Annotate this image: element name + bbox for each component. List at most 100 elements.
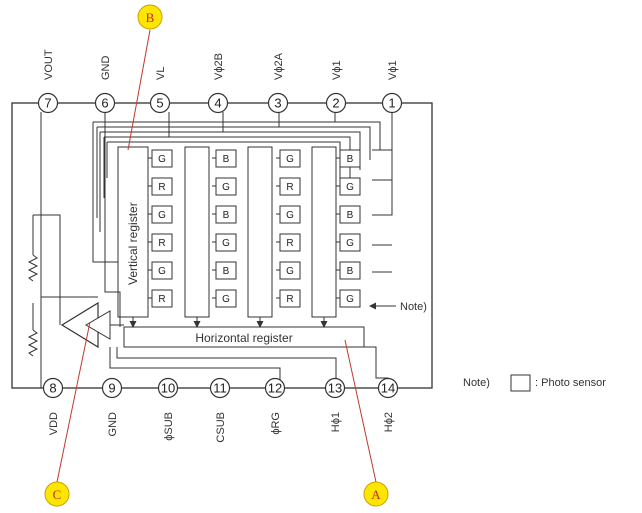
note-arrow-label: Note): [400, 301, 427, 313]
callout-c-leader: [56, 321, 91, 483]
vertical-register-label: Vertical register: [126, 202, 140, 285]
resistor-2: [27, 329, 39, 357]
cell-color-label: G: [158, 266, 166, 277]
cell-color-label: G: [286, 210, 294, 221]
cell-color-label: R: [286, 238, 293, 249]
cell-color-label: B: [223, 266, 230, 277]
photo-sensor-cell: G: [336, 289, 361, 308]
pin-label: VDD: [48, 412, 60, 435]
cell-color-label: G: [346, 238, 354, 249]
pin-label: Vϕ1: [387, 60, 399, 80]
cell-color-label: R: [286, 182, 293, 193]
cell-color-label: R: [158, 294, 165, 305]
pin-number: 14: [381, 381, 395, 396]
pin-number: 13: [328, 381, 342, 396]
photo-sensor-cell: R: [276, 289, 301, 308]
pin-number: 3: [274, 96, 281, 111]
photo-sensor-cell: B: [336, 149, 361, 168]
photo-sensor-cell: G: [276, 261, 301, 280]
photo-sensor-cell: B: [212, 149, 237, 168]
legend-photo-sensor-swatch: [510, 374, 531, 392]
pin-label: VL: [155, 67, 167, 80]
pin-number: 2: [332, 96, 339, 111]
photo-sensor-cell: G: [336, 177, 361, 196]
photo-sensor-cell: G: [148, 205, 173, 224]
pins: 7VOUT6GND5VL4Vϕ2B3Vϕ2A2Vϕ11Vϕ18VDD9GND10…: [37, 49, 403, 443]
callout-b: [137, 4, 163, 30]
pin-5: 5 VL: [149, 67, 171, 114]
pin-4: 4 Vϕ2B: [207, 53, 229, 114]
pin-12: 12 ϕRG: [264, 377, 286, 435]
horizontal-register-label: Horizontal register: [195, 331, 292, 345]
photo-sensor-cell: R: [148, 177, 173, 196]
pin-number: 9: [108, 381, 115, 396]
photo-sensor-cell: B: [336, 261, 361, 280]
photo-sensor-cell: G: [212, 177, 237, 196]
pin-2: 2 Vϕ1: [325, 60, 347, 114]
cell-color-label: B: [347, 266, 354, 277]
cell-color-label: G: [286, 266, 294, 277]
cell-color-label: B: [223, 154, 230, 165]
transfer-arrows: [129, 317, 328, 328]
cell-color-label: G: [222, 294, 230, 305]
vertical-register-columns: [117, 146, 337, 318]
legend-prefix: Note): [463, 377, 490, 389]
amplifier-wiring: [32, 112, 389, 388]
pin-label: Hϕ1: [330, 412, 342, 432]
photo-sensor-cell: G: [148, 261, 173, 280]
pin-label: Vϕ1: [331, 60, 343, 80]
photo-sensor-cell: G: [212, 289, 237, 308]
callout-b-label: B: [146, 10, 155, 25]
horizontal-register: [123, 326, 365, 348]
cell-color-label: R: [158, 238, 165, 249]
resistor-1: [27, 254, 39, 282]
photo-sensor-cell: B: [212, 261, 237, 280]
photo-sensor-cell: B: [336, 205, 361, 224]
pin-number: 4: [214, 96, 221, 111]
cell-color-label: R: [158, 182, 165, 193]
photo-sensor-cell: R: [148, 233, 173, 252]
photo-sensor-cell: G: [336, 233, 361, 252]
pin-label: ϕSUB: [163, 412, 175, 441]
legend-text: : Photo sensor: [535, 377, 606, 389]
pin-1: 1 Vϕ1: [381, 60, 403, 114]
pin-number: 12: [268, 381, 282, 396]
pin-number: 1: [388, 96, 395, 111]
callout-c-label: C: [53, 487, 62, 502]
photo-sensor-cell: G: [276, 149, 301, 168]
photo-sensor-cell: G: [148, 149, 173, 168]
photo-sensor-cell: B: [212, 205, 237, 224]
cell-color-label: G: [158, 154, 166, 165]
photo-sensor-cell: R: [276, 233, 301, 252]
cell-color-label: B: [223, 210, 230, 221]
pin-label: VOUT: [43, 49, 55, 80]
pin-number: 5: [156, 96, 163, 111]
photo-sensor-cell: R: [276, 177, 301, 196]
pin-number: 6: [101, 96, 108, 111]
cell-color-label: G: [158, 210, 166, 221]
cell-color-label: G: [222, 182, 230, 193]
pin-number: 11: [213, 381, 227, 396]
pin-label: ϕRG: [270, 412, 282, 435]
pin-label: Hϕ2: [383, 412, 395, 432]
photo-sensor-cell: G: [212, 233, 237, 252]
cell-color-label: R: [286, 294, 293, 305]
cell-color-label: G: [286, 154, 294, 165]
callout-b-leader: [127, 29, 151, 151]
pin-label: GND: [107, 412, 119, 437]
cell-color-label: G: [222, 238, 230, 249]
cell-color-label: B: [347, 210, 354, 221]
cell-color-label: B: [347, 154, 354, 165]
pin-label: Vϕ2B: [213, 53, 225, 80]
photo-sensor-cell: G: [276, 205, 301, 224]
pin-label: CSUB: [215, 412, 227, 443]
